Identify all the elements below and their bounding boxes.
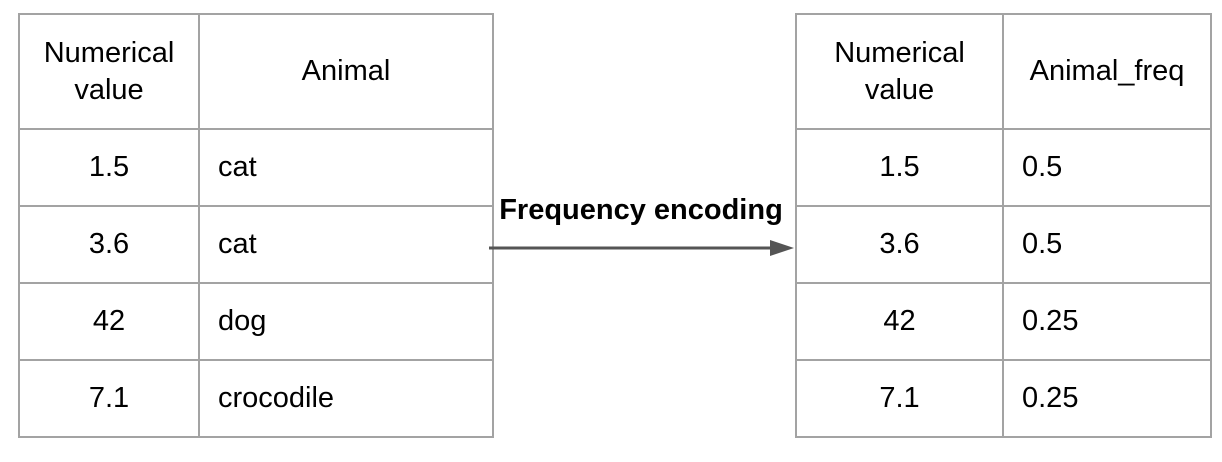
animal-cell: cat [198, 205, 494, 284]
animal-cell: dog [198, 282, 494, 361]
table-row: 1.5 0.5 [795, 128, 1212, 207]
right-arrow-icon [489, 238, 795, 258]
table-header-row: Numerical value Animal [18, 13, 494, 130]
numerical-value-cell: 7.1 [18, 359, 200, 438]
table-row: 42 dog [18, 282, 494, 361]
animal-freq-cell: 0.25 [1002, 359, 1212, 438]
table-row: 7.1 crocodile [18, 359, 494, 438]
numerical-value-cell: 1.5 [18, 128, 200, 207]
column-header-animal-freq: Animal_freq [1002, 13, 1212, 130]
numerical-value-cell: 7.1 [795, 359, 1004, 438]
encoded-data-table: Numerical value Animal_freq 1.5 0.5 3.6 … [795, 13, 1212, 438]
numerical-value-cell: 3.6 [795, 205, 1004, 284]
animal-cell: cat [198, 128, 494, 207]
numerical-value-cell: 42 [795, 282, 1004, 361]
column-header-animal: Animal [198, 13, 494, 130]
animal-freq-cell: 0.25 [1002, 282, 1212, 361]
numerical-value-cell: 1.5 [795, 128, 1004, 207]
column-header-numerical-value: Numerical value [18, 13, 200, 130]
animal-cell: crocodile [198, 359, 494, 438]
table-row: 42 0.25 [795, 282, 1212, 361]
table-row: 3.6 0.5 [795, 205, 1212, 284]
table-row: 1.5 cat [18, 128, 494, 207]
original-data-table: Numerical value Animal 1.5 cat 3.6 cat 4… [18, 13, 494, 438]
table-row: 7.1 0.25 [795, 359, 1212, 438]
numerical-value-cell: 3.6 [18, 205, 200, 284]
numerical-value-cell: 42 [18, 282, 200, 361]
animal-freq-cell: 0.5 [1002, 128, 1212, 207]
transform-label: Frequency encoding [499, 194, 783, 226]
column-header-numerical-value: Numerical value [795, 13, 1004, 130]
table-row: 3.6 cat [18, 205, 494, 284]
animal-freq-cell: 0.5 [1002, 205, 1212, 284]
table-header-row: Numerical value Animal_freq [795, 13, 1212, 130]
